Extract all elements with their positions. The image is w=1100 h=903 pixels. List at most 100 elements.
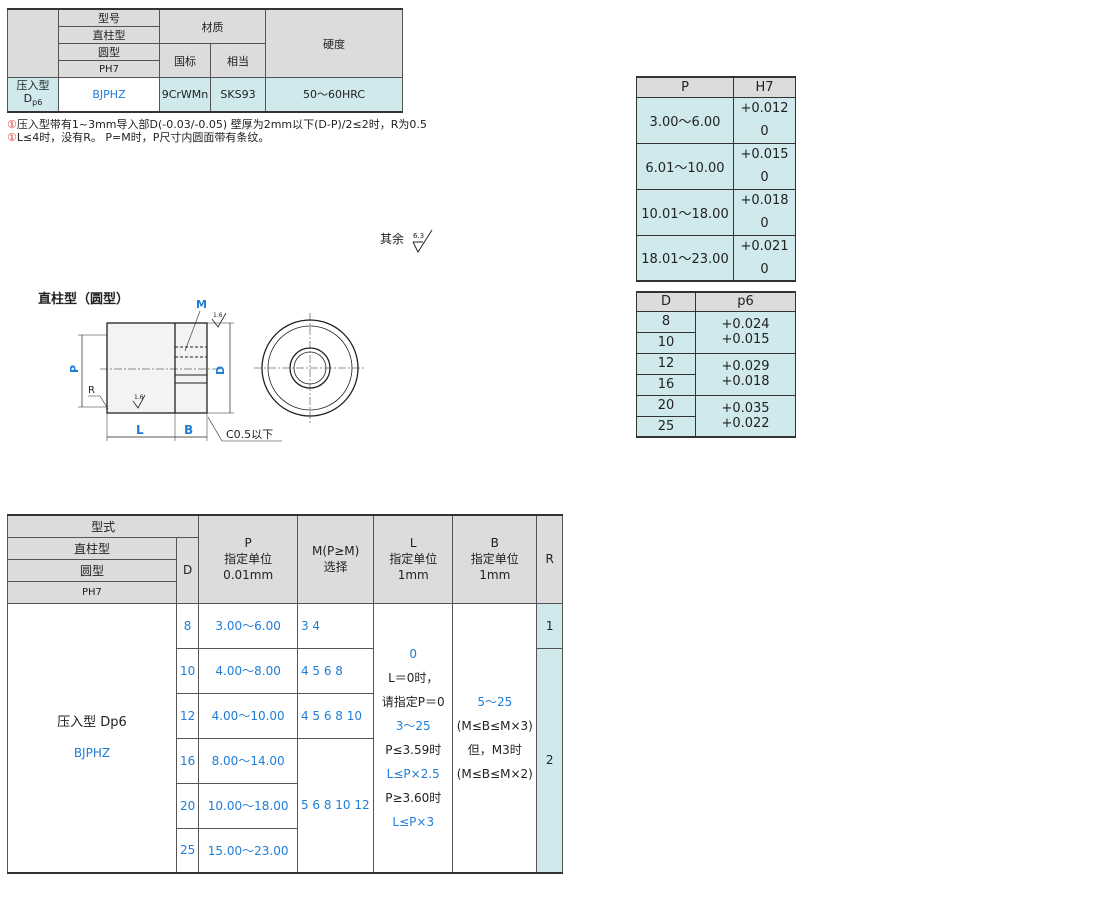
main-b-line-3: (M≤B≤M×2) bbox=[456, 766, 533, 781]
label-l: L bbox=[136, 423, 144, 437]
main-m-1: 4 5 6 8 bbox=[296, 647, 375, 694]
main-header-l-sub2: 1mm bbox=[397, 568, 429, 583]
note-1-mark: ① bbox=[7, 118, 17, 131]
main-m-0: 3 4 bbox=[296, 602, 375, 649]
main-row-p-5: 15.00～23.00 bbox=[198, 827, 298, 874]
tol-d-value-3: 16 bbox=[636, 373, 696, 396]
tol-d-value-0: 8 bbox=[636, 310, 696, 333]
main-row-d-2: 12 bbox=[175, 692, 200, 739]
tol-p-header-right: H7 bbox=[733, 76, 796, 98]
main-header-l-title: L bbox=[409, 536, 417, 551]
tol-d-lower-2: +0.022 bbox=[721, 415, 770, 431]
spec-header-national: 国标 bbox=[159, 43, 211, 78]
spec-header-round: 圆型 bbox=[58, 43, 160, 61]
main-row-p-3: 8.00～14.00 bbox=[198, 737, 298, 784]
tol-p-lower-2: 0 bbox=[733, 212, 796, 236]
main-header-b-sub1: 指定单位 bbox=[470, 552, 519, 567]
main-row-d-4: 20 bbox=[175, 782, 200, 829]
label-r: R bbox=[88, 385, 95, 396]
label-p: P bbox=[68, 365, 81, 373]
main-header-round: 圆型 bbox=[7, 558, 177, 582]
main-header-ph7: PH7 bbox=[7, 580, 177, 604]
note-2-text: L≤4时，没有R。 P=M时，P尺寸内圆面带有条纹。 bbox=[16, 131, 270, 144]
main-l-line-0: 0 bbox=[409, 646, 418, 661]
tol-d-header-left: D bbox=[636, 291, 696, 312]
main-type-cell: 压入型 Dp6 BJPHZ bbox=[7, 602, 177, 874]
main-header-type: 型式 bbox=[6, 514, 200, 538]
main-row-d-0: 8 bbox=[175, 602, 200, 649]
main-header-straight: 直柱型 bbox=[7, 536, 177, 560]
main-header-p-sub2: 0.01mm bbox=[223, 568, 274, 583]
note-1: ①压入型带有1~3mm导入部D(-0.03/-0.05) 壁厚为2mm以下(D-… bbox=[7, 118, 427, 131]
main-header-p-sub1: 指定单位 bbox=[224, 552, 273, 567]
main-header-m-title: M(P≥M) bbox=[311, 544, 360, 559]
tol-p-lower-3: 0 bbox=[733, 258, 796, 282]
main-r-0: 1 bbox=[536, 602, 563, 649]
spec-header-hardness: 硬度 bbox=[265, 8, 403, 78]
tol-d-value-1: 10 bbox=[636, 331, 696, 354]
main-l-cell: 0 L＝0时， 请指定P＝0 3～25 P≤3.59时 L≤P×2.5 P≥3.… bbox=[373, 602, 454, 874]
main-l-line-4: P≤3.59时 bbox=[385, 742, 442, 757]
main-type-code: BJPHZ bbox=[73, 745, 111, 760]
label-m: M bbox=[196, 298, 207, 311]
tol-d-limits-2: +0.035 +0.022 bbox=[695, 394, 796, 438]
main-row-p-2: 4.00～10.00 bbox=[198, 692, 298, 739]
main-header-b-sub2: 1mm bbox=[479, 568, 511, 583]
main-header-b-title: B bbox=[490, 536, 499, 551]
main-header-r: R bbox=[536, 514, 563, 604]
spec-row-equivalent: SKS93 bbox=[210, 77, 266, 112]
label-d: D bbox=[214, 366, 227, 375]
surface-note-value: 6.3 bbox=[413, 232, 424, 240]
spec-row-national: 9CrWMn bbox=[159, 77, 211, 112]
tol-d-value-5: 25 bbox=[636, 415, 696, 438]
tol-d-value-4: 20 bbox=[636, 394, 696, 417]
main-row-p-4: 10.00～18.00 bbox=[198, 782, 298, 829]
material-spec-table: 型号 材质 硬度 直柱型 圆型 国标 相当 PH7 压入型 Dp6 BJPHZ … bbox=[7, 8, 403, 113]
main-m-3: 5 6 8 10 12 bbox=[296, 737, 375, 874]
main-header-d: D bbox=[175, 536, 200, 604]
main-row-d-5: 25 bbox=[175, 827, 200, 874]
main-header-l: L 指定单位 1mm bbox=[373, 514, 454, 604]
spec-row-type-main: 压入型 bbox=[16, 79, 50, 93]
main-row-d-3: 16 bbox=[175, 737, 200, 784]
main-b-cell: 5～25 (M≤B≤M×3) 但，M3时 (M≤B≤M×2) bbox=[452, 602, 538, 874]
roughness-inner: 1.6 bbox=[134, 394, 144, 401]
tol-d-limits-1: +0.029 +0.018 bbox=[695, 352, 796, 396]
main-m-2: 4 5 6 8 10 bbox=[296, 692, 375, 739]
tolerance-p-h7-table: P H7 3.00～6.00 +0.012 0 6.01～10.00 +0.01… bbox=[636, 76, 796, 282]
tol-p-range-1: 6.01～10.00 bbox=[636, 142, 734, 190]
main-header-m: M(P≥M) 选择 bbox=[296, 514, 375, 604]
main-row-d-1: 10 bbox=[175, 647, 200, 694]
chamfer-note: C0.5以下 bbox=[226, 428, 273, 441]
main-b-line-2: 但，M3时 bbox=[467, 742, 522, 757]
spec-header-ph7: PH7 bbox=[58, 60, 160, 78]
tolerance-d-p6-table: D p6 8 +0.024 +0.015 10 12 +0.029 +0.018… bbox=[636, 291, 796, 438]
spec-row-hardness: 50～60HRC bbox=[265, 77, 403, 112]
spec-header-equivalent: 相当 bbox=[210, 43, 266, 78]
spec-row-type-sub-wrap: Dp6 bbox=[8, 92, 58, 109]
main-header-p: P 指定单位 0.01mm bbox=[198, 514, 298, 604]
drawing-title: 直柱型（圆型） bbox=[38, 292, 130, 307]
main-l-line-3: 3～25 bbox=[395, 718, 431, 733]
tol-p-range-3: 18.01～23.00 bbox=[636, 234, 734, 282]
main-header-l-sub1: 指定单位 bbox=[389, 552, 438, 567]
main-l-line-1: L＝0时， bbox=[388, 670, 439, 685]
tol-p-upper-0: +0.012 bbox=[733, 96, 796, 120]
note-1-text: 压入型带有1~3mm导入部D(-0.03/-0.05) 壁厚为2mm以下(D-P… bbox=[16, 118, 427, 131]
tol-p-range-2: 10.01～18.00 bbox=[636, 188, 734, 236]
tol-d-value-2: 12 bbox=[636, 352, 696, 375]
main-row-p-0: 3.00～6.00 bbox=[198, 602, 298, 649]
tol-d-header-right: p6 bbox=[695, 291, 796, 312]
tol-p-lower-1: 0 bbox=[733, 166, 796, 190]
note-2: ①L≤4时，没有R。 P=M时，P尺寸内圆面带有条纹。 bbox=[7, 131, 269, 144]
main-header-p-title: P bbox=[244, 536, 252, 551]
spec-row-code: BJPHZ bbox=[58, 77, 160, 112]
tol-d-lower-1: +0.018 bbox=[721, 374, 770, 389]
technical-drawing: P D M 1.6 R 1.6 L B C0.5以下 bbox=[68, 298, 366, 442]
spec-corner-cell bbox=[7, 8, 59, 78]
spec-header-straight: 直柱型 bbox=[58, 26, 160, 44]
main-b-line-1: (M≤B≤M×3) bbox=[456, 718, 533, 733]
main-l-line-2: 请指定P＝0 bbox=[381, 694, 445, 709]
tol-d-limits-0: +0.024 +0.015 bbox=[695, 310, 796, 354]
note-2-mark: ① bbox=[7, 131, 17, 144]
